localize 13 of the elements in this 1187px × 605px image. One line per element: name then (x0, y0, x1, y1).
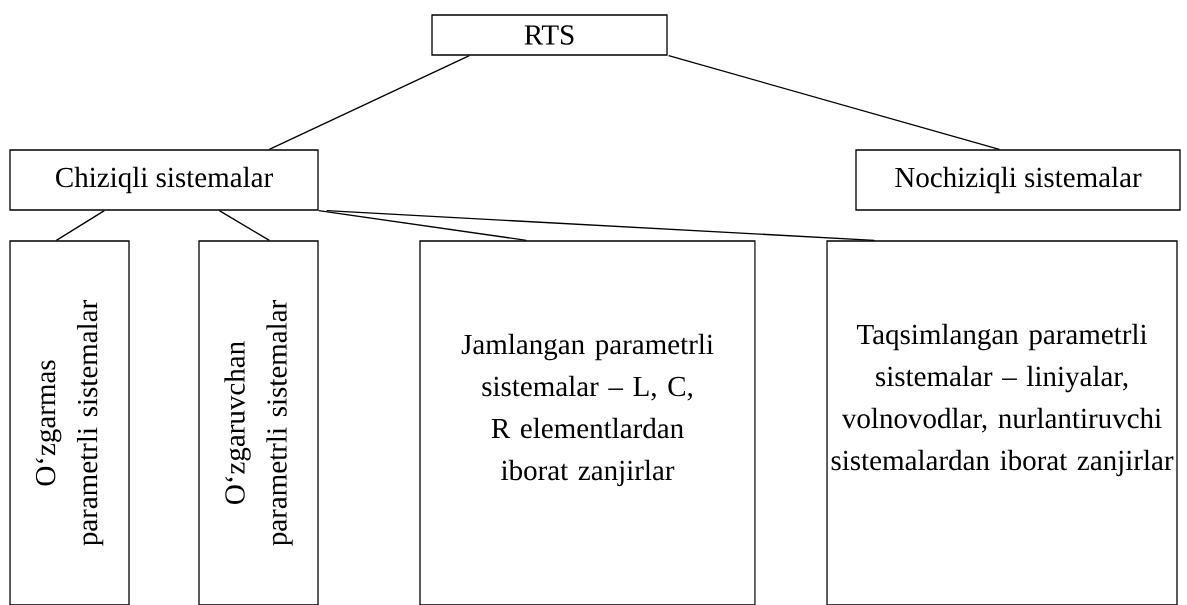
category-box: Chiziqli sistemalar (9, 149, 319, 211)
connector-line (326, 210, 875, 241)
connector-line (318, 210, 527, 241)
system-box: Taqsimlangan parametrli sistemalar – liniyalar, volnovodlar, nurlantiruvchi sistemalardan iborat zanjirlar (826, 240, 1178, 605)
category-box: Nochiziqli sistemalar (855, 149, 1181, 211)
system-box: O‘zgaruvchan parametrli sistemalar (198, 240, 319, 605)
connector-line (55, 210, 105, 241)
connector-line (218, 210, 270, 241)
system-box: Jamlangan parametrli sistemalar – L, C, R elementlardan iborat zanjirlar (419, 240, 756, 605)
system-box: O‘zgarmas parametrli sistemalar (9, 240, 130, 605)
connector-line (668, 55, 1000, 150)
title-box: RTS (431, 14, 668, 56)
connector-line (268, 55, 470, 150)
